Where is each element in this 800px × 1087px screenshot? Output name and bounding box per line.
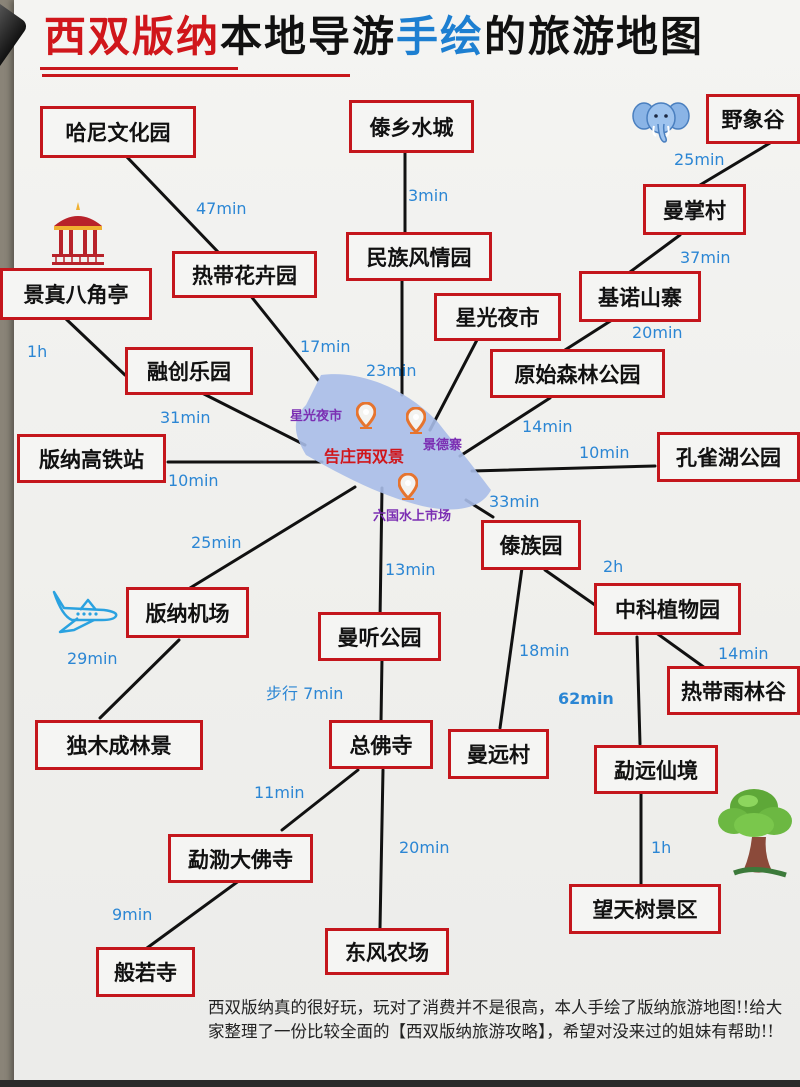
time-jichang-dumu: 29min [67,649,118,668]
title-segment-2: 本地导游 [220,12,397,61]
time-jichang-center: 25min [191,533,242,552]
place-gaotie[interactable]: 版纳高铁站 [17,434,166,483]
time-kongque-center: 10min [579,443,630,462]
place-daixiang[interactable]: 傣乡水城 [349,100,474,153]
place-daizu[interactable]: 傣族园 [481,520,581,570]
time-hani-redai: 47min [196,199,247,218]
place-bore[interactable]: 般若寺 [96,947,195,997]
place-yexiang[interactable]: 野象谷 [706,94,800,144]
location-pin-icon [398,473,418,501]
time-jinuo-yuanshi: 20min [632,323,683,342]
pin-label-xingguang: 星光夜市 [290,409,343,424]
title-segment-1: 西双版纳 [44,12,221,61]
time-mengyuan-wangtian: 1h [651,838,672,857]
location-pin-icon [406,407,426,435]
pin-label-jingde: 景德寨 [423,438,463,453]
time-redai-center: 17min [300,337,351,356]
airplane-icon [52,590,118,634]
title-segment-3: 手绘 [396,12,485,61]
time-daizu-zhongke: 2h [603,557,624,576]
tree-icon [718,789,792,878]
place-manyuan[interactable]: 曼远村 [448,729,549,779]
time-rongchuang-center: 31min [160,408,211,427]
place-wangtian[interactable]: 望天树景区 [569,884,721,934]
time-zhongke-mengyuan: 62min [558,689,614,708]
place-kongque[interactable]: 孔雀湖公园 [657,432,800,482]
time-yexiang-manzhang: 25min [674,150,725,169]
place-zhongke[interactable]: 中科植物园 [594,583,741,635]
place-jichang[interactable]: 版纳机场 [126,587,249,638]
elephant-icon [632,102,690,143]
place-manting[interactable]: 曼听公园 [318,612,441,661]
place-redai-huahui[interactable]: 热带花卉园 [172,251,317,298]
time-minzu-center: 23min [366,361,417,380]
place-manzhang[interactable]: 曼掌村 [643,184,746,235]
title-segment-4: 的旅游地图 [484,12,705,61]
time-gaotie-center: 10min [168,471,219,490]
place-dongfeng[interactable]: 东风农场 [325,928,449,975]
place-yulin[interactable]: 热带雨林谷 [667,666,800,715]
place-menghai[interactable]: 勐泐大佛寺 [168,834,313,883]
place-dumu[interactable]: 独木成林景 [35,720,203,770]
place-jinuo[interactable]: 基诺山寨 [579,271,701,322]
place-zongfo[interactable]: 总佛寺 [329,720,433,769]
time-manzhang-jinuo: 37min [680,248,731,267]
place-hani[interactable]: 哈尼文化园 [40,106,196,158]
time-manting-zongfo: 步行 7min [266,684,344,703]
time-daixiang-minzu: 3min [408,186,449,205]
page-title: 西双版纳本地导游手绘的旅游地图 [44,12,704,62]
title-underline-short [40,67,238,70]
location-pin-icon [356,402,376,430]
bottom-edge [0,1080,800,1087]
center-lake-shape [295,374,491,510]
time-menghai-bore: 9min [112,905,153,924]
title-underline-long [42,74,350,77]
place-rongchuang[interactable]: 融创乐园 [125,347,253,395]
time-zongfo-menghai: 11min [254,783,305,802]
time-jingzhen-rongchuang: 1h [27,342,48,361]
time-daizu-manyuan: 18min [519,641,570,660]
place-jingzhen[interactable]: 景真八角亭 [0,268,152,320]
place-yuanshi[interactable]: 原始森林公园 [490,349,665,398]
place-xingguang[interactable]: 星光夜市 [434,293,561,341]
pavilion-icon [52,202,104,265]
place-mengyuan[interactable]: 勐远仙境 [594,745,718,794]
time-yuanshi-center: 14min [522,417,573,436]
time-zhongke-yulin: 14min [718,644,769,663]
time-zongfo-dongfeng: 20min [399,838,450,857]
footer-description: 西双版纳真的很好玩，玩对了消费并不是很高，本人手绘了版纳旅游地图!!给大家整理了… [208,998,783,1041]
pin-label-liuguo: 六国水上市场 [373,509,452,524]
place-minzu[interactable]: 民族风情园 [346,232,492,281]
time-daizu-center: 33min [489,492,540,511]
center-label-gaozhuang: 告庄西双景 [324,447,405,466]
time-manting-center: 13min [385,560,436,579]
